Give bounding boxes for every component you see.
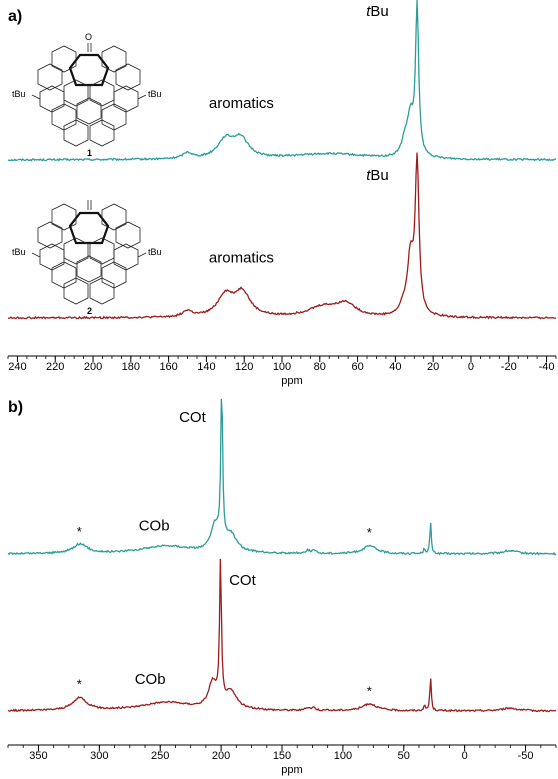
peak-annotation-a-2-2: tBu — [366, 167, 389, 184]
panel-label-b: b) — [8, 399, 23, 416]
tbu-right-label-1: tBu — [148, 89, 162, 99]
tick-label-b: 350 — [29, 750, 47, 762]
peak-annotation-a-2-1: aromatics — [209, 250, 274, 267]
peak-annotation-b-1-4: * — [367, 525, 372, 540]
peak-annotation-b-2-3: COt — [229, 572, 257, 589]
tick-label-a: 180 — [122, 361, 140, 373]
tick-label-a: 140 — [197, 361, 215, 373]
tick-label-a: 220 — [46, 361, 64, 373]
tick-label-a: 120 — [235, 361, 253, 373]
tick-label-b: 150 — [273, 750, 291, 762]
tbu-left-label-1: tBu — [12, 89, 26, 99]
spectrum-line-b-2 — [7, 558, 557, 713]
peak-annotation-a-1-2: tBu — [366, 3, 389, 20]
peak-annotation-b-2-4: * — [367, 684, 372, 699]
x-axis-title-a: ppm — [281, 375, 302, 387]
tick-label-a: 80 — [314, 361, 326, 373]
spectrum-line-b-1 — [7, 398, 557, 556]
tbu-right-label-2: tBu — [148, 247, 162, 257]
compound-number-2: 2 — [87, 306, 92, 316]
tick-label-a: -20 — [501, 361, 517, 373]
tick-label-a: 160 — [159, 361, 177, 373]
spectrum-line-a-2 — [7, 152, 557, 320]
panel-label-a: a) — [8, 8, 22, 25]
tick-label-a: 200 — [84, 361, 102, 373]
peak-annotation-b-2-2: COb — [135, 671, 166, 688]
tick-label-a: 100 — [273, 361, 291, 373]
molecule-structure-2: tBu tBu 2 — [12, 200, 162, 316]
peak-annotation-b-2-1: * — [77, 676, 82, 691]
tick-label-a: 20 — [427, 361, 439, 373]
peak-annotation-a-1-1: aromatics — [209, 95, 274, 112]
peak-annotation-b-1-1: * — [77, 524, 82, 539]
tick-label-b: 250 — [151, 750, 169, 762]
carbonyl-oxygen-label: O — [85, 32, 92, 42]
compound-number-1: 1 — [87, 148, 92, 158]
x-axis-title-b: ppm — [281, 764, 302, 776]
tick-label-b: 200 — [212, 750, 230, 762]
tick-label-b: 300 — [90, 750, 108, 762]
tbu-left-label-2: tBu — [12, 247, 26, 257]
tick-label-a: 240 — [8, 361, 26, 373]
tick-label-b: 100 — [334, 750, 352, 762]
peak-annotation-b-1-3: COt — [179, 409, 207, 426]
tick-label-b: 0 — [462, 750, 468, 762]
peak-annotation-b-1-2: COb — [139, 518, 170, 535]
spectrum-line-a-1 — [7, 0, 556, 162]
tick-label-a: 60 — [351, 361, 363, 373]
tick-label-a: 0 — [468, 361, 474, 373]
molecule-structure-1: O tBu tBu 1 — [12, 32, 162, 158]
tick-label-a: -40 — [539, 361, 555, 373]
tick-label-b: -50 — [518, 750, 534, 762]
tick-label-a: 40 — [389, 361, 401, 373]
tick-label-b: 50 — [398, 750, 410, 762]
